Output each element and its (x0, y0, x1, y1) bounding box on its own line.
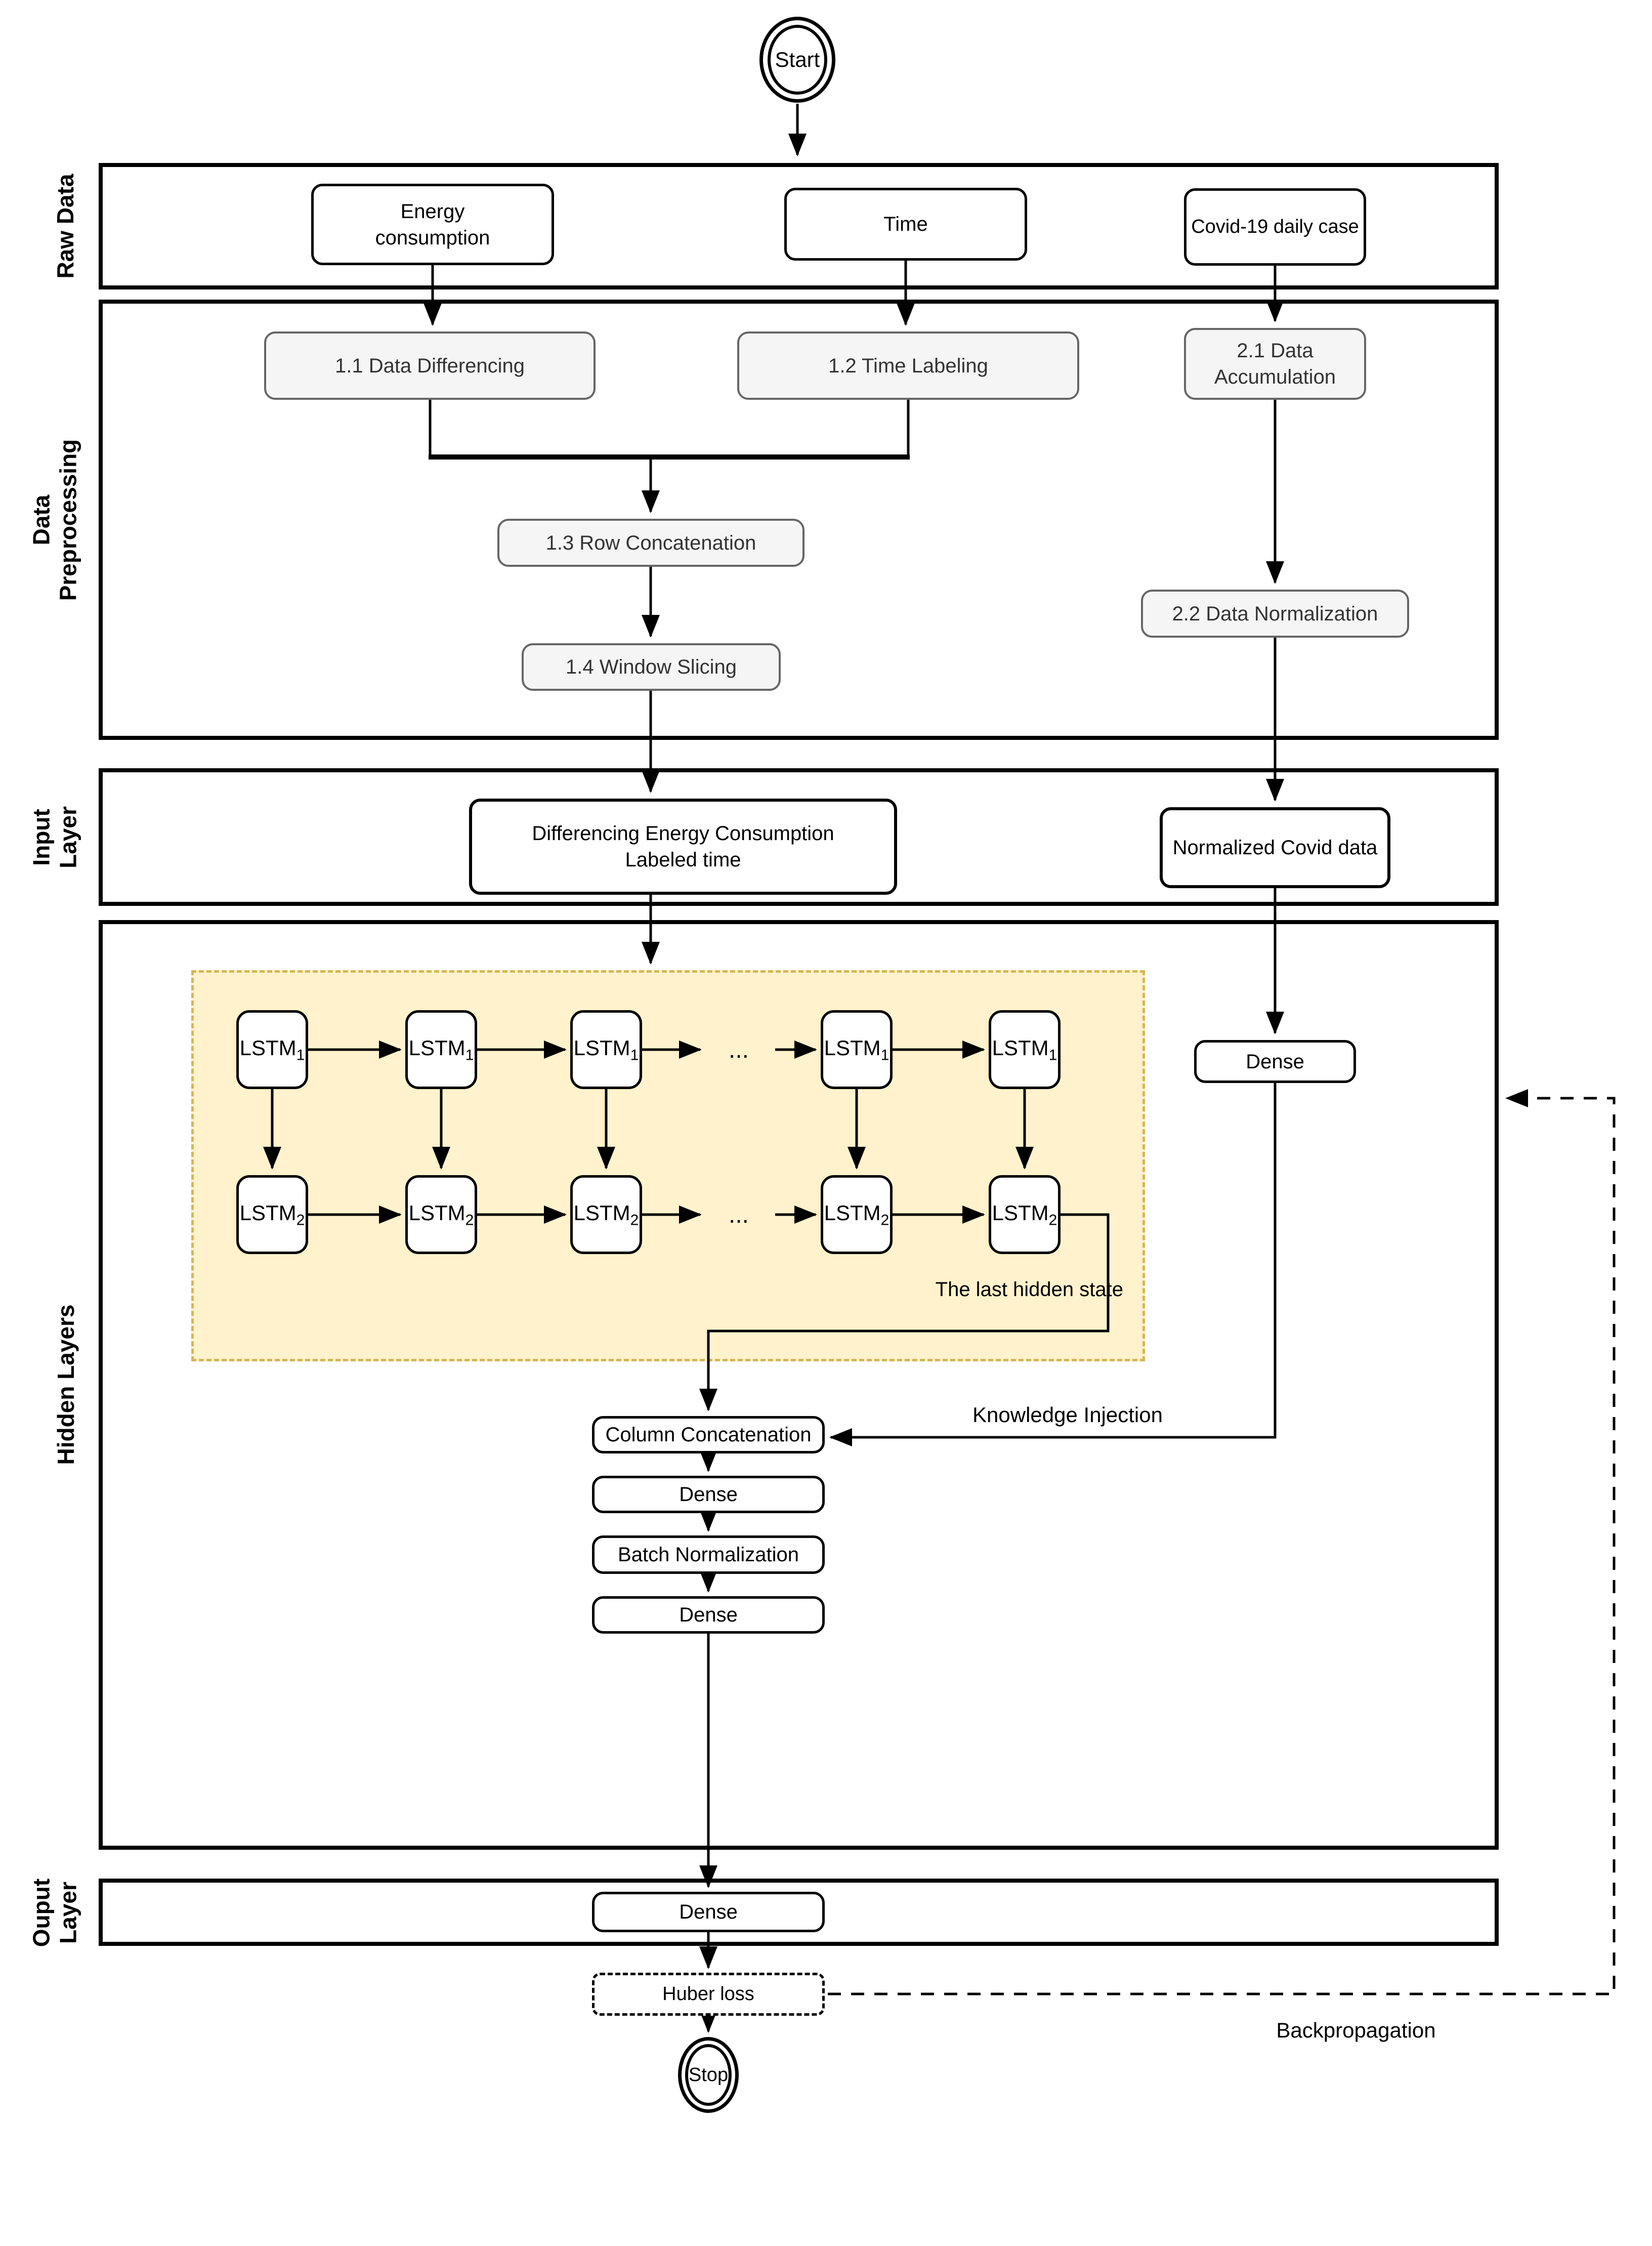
lstm2-label: LSTM (824, 1200, 881, 1225)
node-differencing-energy-line1: Differencing Energy Consumption (532, 822, 834, 845)
node-row-concatenation-label: 1.3 Row Concatenation (545, 531, 756, 554)
node-data-accumulation-label: 2.1 Data Accumulation (1214, 340, 1336, 388)
lstm1-sub: 1 (1048, 1047, 1057, 1064)
node-batch-normalization-label: Batch Normalization (618, 1544, 799, 1566)
edge-backpropagation (828, 1089, 1616, 1995)
node-time-labeling-label: 1.2 Time Labeling (828, 354, 988, 377)
frame-raw-data (99, 163, 1499, 289)
lstm1-sub: 1 (465, 1047, 474, 1064)
node-data-differencing: 1.1 Data Differencing (264, 331, 596, 400)
node-energy-consumption-label: Energy consumption (375, 200, 490, 249)
node-dense-output-label: Dense (679, 1901, 738, 1923)
lstm1-label: LSTM (408, 1035, 465, 1060)
node-energy-consumption: Energy consumption (311, 184, 554, 265)
node-dense-right: Dense (1194, 1040, 1356, 1083)
last-hidden-state-label: The last hidden state (860, 1278, 1123, 1301)
node-dense-output: Dense (592, 1892, 825, 1932)
node-dense-1-label: Dense (679, 1483, 738, 1506)
lstm2-ellipsis: ... (713, 1199, 764, 1230)
node-covid-daily-case-label: Covid-19 daily case (1191, 216, 1359, 237)
lstm2-sub: 2 (1048, 1212, 1057, 1229)
lstm1-cell-5: LSTM1 (989, 1010, 1061, 1089)
lstm2-label: LSTM (239, 1200, 296, 1225)
stop-node-inner: Stop (685, 2044, 732, 2106)
lstm2-sub: 2 (465, 1212, 474, 1229)
stop-label: Stop (688, 2064, 729, 2086)
lstm1-sub: 1 (880, 1047, 889, 1064)
node-data-normalization: 2.2 Data Normalization (1141, 590, 1409, 638)
backpropagation-text: Backpropagation (1276, 2018, 1436, 2042)
node-batch-normalization: Batch Normalization (592, 1535, 825, 1574)
node-window-slicing-label: 1.4 Window Slicing (566, 656, 737, 678)
lstm2-sub: 2 (630, 1212, 639, 1229)
lstm1-cell-2: LSTM1 (405, 1010, 477, 1089)
node-differencing-energy-input: Differencing Energy Consumption Labeled … (469, 799, 897, 895)
node-column-concatenation: Column Concatenation (592, 1416, 825, 1453)
node-data-differencing-label: 1.1 Data Differencing (334, 354, 525, 377)
lstm2-label: LSTM (573, 1200, 630, 1225)
lstm2-sub: 2 (296, 1212, 305, 1229)
lstm2-ellipsis-text: ... (728, 1201, 749, 1228)
knowledge-injection-text: Knowledge Injection (972, 1403, 1163, 1427)
start-node: Start (759, 17, 835, 103)
start-node-inner: Start (768, 25, 827, 95)
frame-input-layer (99, 768, 1499, 906)
lstm1-cell-4: LSTM1 (821, 1010, 893, 1089)
node-window-slicing: 1.4 Window Slicing (522, 643, 781, 691)
lstm2-cell-5: LSTM2 (989, 1175, 1061, 1254)
lstm1-ellipsis: ... (713, 1034, 764, 1065)
node-huber-loss: Huber loss (592, 1973, 825, 2016)
start-label: Start (775, 48, 820, 71)
node-row-concatenation: 1.3 Row Concatenation (497, 519, 804, 567)
backpropagation-label: Backpropagation (1235, 2018, 1477, 2043)
lstm2-sub: 2 (880, 1212, 889, 1229)
node-huber-loss-label: Huber loss (662, 1983, 754, 2005)
lstm1-label: LSTM (239, 1035, 296, 1060)
node-dense-1: Dense (592, 1476, 825, 1513)
lstm2-label: LSTM (992, 1200, 1049, 1225)
lstm1-cell-1: LSTM1 (236, 1010, 308, 1089)
lstm2-cell-1: LSTM2 (236, 1175, 308, 1254)
lstm-area (191, 970, 1145, 1361)
lstm1-cell-3: LSTM1 (570, 1010, 642, 1089)
node-time-label: Time (883, 213, 928, 235)
lstm2-label: LSTM (408, 1200, 465, 1225)
frame-hidden-layers (99, 920, 1499, 1850)
node-covid-daily-case: Covid-19 daily case (1184, 188, 1366, 266)
node-dense-right-label: Dense (1246, 1050, 1304, 1073)
stop-node: Stop (678, 2037, 739, 2113)
node-dense-2: Dense (592, 1596, 825, 1634)
knowledge-injection-label: Knowledge Injection (880, 1403, 1255, 1427)
node-normalized-covid-data: Normalized Covid data (1160, 807, 1390, 888)
edge-last-hidden-state (699, 1213, 1110, 1411)
last-hidden-state-text: The last hidden state (935, 1278, 1123, 1301)
lstm1-sub: 1 (630, 1047, 639, 1064)
lstm2-cell-4: LSTM2 (821, 1175, 893, 1254)
node-data-accumulation: 2.1 Data Accumulation (1184, 328, 1366, 400)
lstm1-label: LSTM (573, 1035, 630, 1060)
lstm2-cell-3: LSTM2 (570, 1175, 642, 1254)
frame-output-layer (99, 1879, 1499, 1946)
node-differencing-energy-line2: Labeled time (625, 849, 741, 871)
node-time-labeling: 1.2 Time Labeling (737, 331, 1079, 400)
node-time: Time (784, 188, 1027, 261)
node-normalized-covid-data-label: Normalized Covid data (1172, 837, 1378, 859)
node-data-normalization-label: 2.2 Data Normalization (1172, 602, 1378, 625)
edge-knowledge-injection (829, 1083, 1277, 1446)
lstm1-label: LSTM (992, 1035, 1049, 1060)
lstm1-label: LSTM (824, 1035, 881, 1060)
node-column-concatenation-label: Column Concatenation (605, 1424, 812, 1446)
node-dense-2-label: Dense (679, 1604, 738, 1626)
lstm1-sub: 1 (296, 1047, 305, 1064)
lstm2-cell-2: LSTM2 (405, 1175, 477, 1254)
frame-data-preprocessing (99, 300, 1499, 740)
lstm1-ellipsis-text: ... (728, 1036, 749, 1063)
